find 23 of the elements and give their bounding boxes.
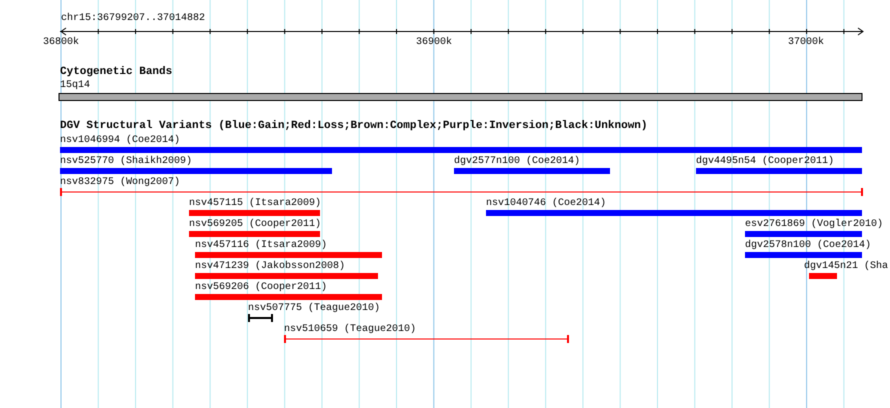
scale-label: 36800k (43, 37, 80, 48)
variant-label: dgv2577n100 (Coe2014) (454, 156, 580, 167)
variant-label: nsv832975 (Wong2007) (60, 177, 180, 188)
scale-label: 37000k (788, 37, 824, 48)
variant-label: dgv4495n54 (Cooper2011) (696, 156, 834, 167)
variant-label: nsv457115 (Itsara2009) (189, 198, 322, 209)
variant-label: nsv471239 (Jakobsson2008) (195, 261, 346, 272)
variant-label: nsv569206 (Cooper2011) (195, 282, 328, 293)
variant-label: dgv145n21 (Sha (804, 261, 888, 272)
region-label: chr15:36799207..37014882 (61, 13, 206, 24)
variant-label: dgv2578n100 (Coe2014) (745, 240, 872, 251)
variant-label: nsv507775 (Teague2010) (248, 303, 380, 314)
band-label: 15q14 (60, 80, 90, 91)
track-title: Cytogenetic Bands (60, 67, 172, 78)
variant-label: nsv1040746 (Coe2014) (486, 198, 606, 209)
variant-label: nsv457116 (Itsara2009) (195, 240, 328, 251)
variant-label: esv2761869 (Vogler2010) (745, 219, 884, 230)
variant-label: nsv525770 (Shaikh2009) (60, 156, 192, 167)
variant-label: nsv569205 (Cooper2011) (189, 219, 322, 230)
variant-label: nsv1046994 (Coe2014) (60, 135, 180, 146)
scale-label: 36900k (416, 37, 452, 48)
track-title: DGV Structural Variants (Blue:Gain;Red:Loss;Brown:Complex;Purple:Inversion;Black:Unknown) (60, 121, 648, 132)
variant-label: nsv510659 (Teague2010) (284, 324, 416, 335)
